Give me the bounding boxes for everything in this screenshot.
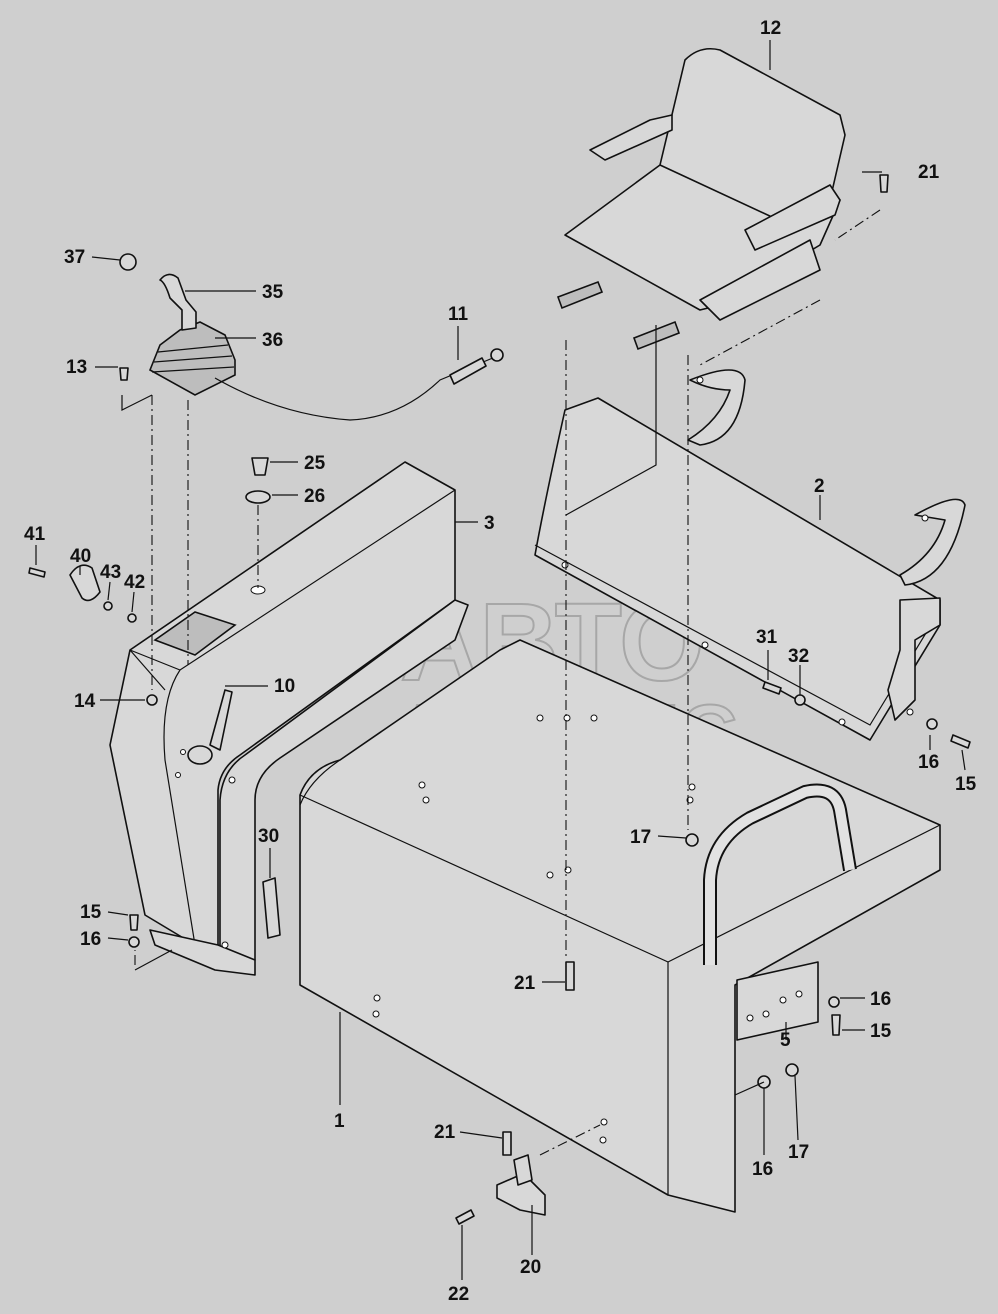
part-42-nut (127, 613, 137, 623)
callout-15-plate: 15 (870, 1021, 892, 1042)
callout-16-right: 16 (918, 752, 939, 773)
part-15-bolt-right (950, 734, 971, 749)
part-13-bolt (119, 367, 129, 381)
part-31-bolt (762, 681, 782, 695)
part-16-washer-left (128, 936, 140, 948)
callout-17-lower: 17 (788, 1142, 809, 1163)
part-14-nut (146, 694, 158, 706)
part-36-joystick-boot (148, 321, 236, 396)
part-15-bolt-plate (831, 1014, 841, 1036)
part-16-washer-right (926, 718, 938, 730)
part-21-bolt-lower (502, 1131, 512, 1156)
part-30-bracket (262, 877, 281, 939)
callout-26: 26 (304, 486, 325, 507)
callout-22: 22 (448, 1284, 469, 1305)
part-12-seat (564, 47, 846, 321)
callout-17-center: 17 (630, 827, 651, 848)
callout-21-seat: 21 (918, 162, 940, 183)
callout-21-center: 21 (514, 973, 536, 994)
part-35-joystick-grip (159, 273, 197, 331)
part-3-left-console (109, 461, 469, 976)
callout-37: 37 (64, 247, 85, 268)
callout-43: 43 (100, 562, 121, 583)
callout-16-plate: 16 (870, 989, 891, 1010)
callout-11: 11 (448, 304, 469, 325)
callout-31: 31 (756, 627, 778, 648)
seat-rails (556, 280, 681, 351)
part-32-washer (794, 694, 806, 706)
callout-20: 20 (520, 1257, 541, 1278)
part-21-bolt-seat (879, 174, 889, 193)
callout-labels: 12 21 37 35 36 11 13 25 26 3 2 41 40 43 … (24, 18, 977, 1305)
callout-10: 10 (274, 676, 295, 697)
part-16-washer-plate (828, 996, 840, 1008)
callout-41: 41 (24, 524, 46, 545)
part-41-screw (28, 567, 46, 578)
part-1-base-body (299, 639, 941, 1213)
callout-15-left: 15 (80, 902, 102, 923)
part-17-nut-lower (785, 1063, 799, 1077)
callout-42: 42 (124, 572, 145, 593)
part-40-cover (69, 564, 101, 602)
callout-32: 32 (788, 646, 809, 667)
part-22-bolt (455, 1209, 475, 1225)
callout-13: 13 (66, 357, 87, 378)
callout-25: 25 (304, 453, 326, 474)
part-5-plate (736, 961, 819, 1041)
part-10-lever (187, 689, 233, 765)
callout-40: 40 (70, 546, 91, 567)
callout-leaders (35, 40, 966, 1280)
part-43-nut (103, 601, 113, 611)
part-2-seat-base (534, 369, 966, 741)
part-26-washer (245, 490, 271, 504)
part-15-bolt-left (129, 914, 139, 931)
part-17-nut-center (685, 833, 699, 847)
part-21-bolt-center (565, 961, 575, 991)
callout-5: 5 (780, 1030, 791, 1051)
callout-2: 2 (814, 476, 825, 497)
part-37-knob (119, 253, 137, 271)
callout-1: 1 (334, 1111, 345, 1132)
callout-36: 36 (262, 330, 283, 351)
callout-16-left: 16 (80, 929, 101, 950)
small-parts (28, 174, 971, 1225)
callout-15-right: 15 (955, 774, 977, 795)
callout-21-lower: 21 (434, 1122, 456, 1143)
callout-35: 35 (262, 282, 284, 303)
part-25-plug (251, 457, 269, 476)
callout-14: 14 (74, 691, 96, 712)
callout-12: 12 (760, 18, 781, 39)
handle-bar (703, 783, 857, 965)
assembly-lines (121, 209, 881, 1156)
callout-3: 3 (484, 513, 495, 534)
callout-16-lower: 16 (752, 1159, 773, 1180)
callout-30: 30 (258, 826, 279, 847)
part-11-cable (214, 348, 504, 421)
